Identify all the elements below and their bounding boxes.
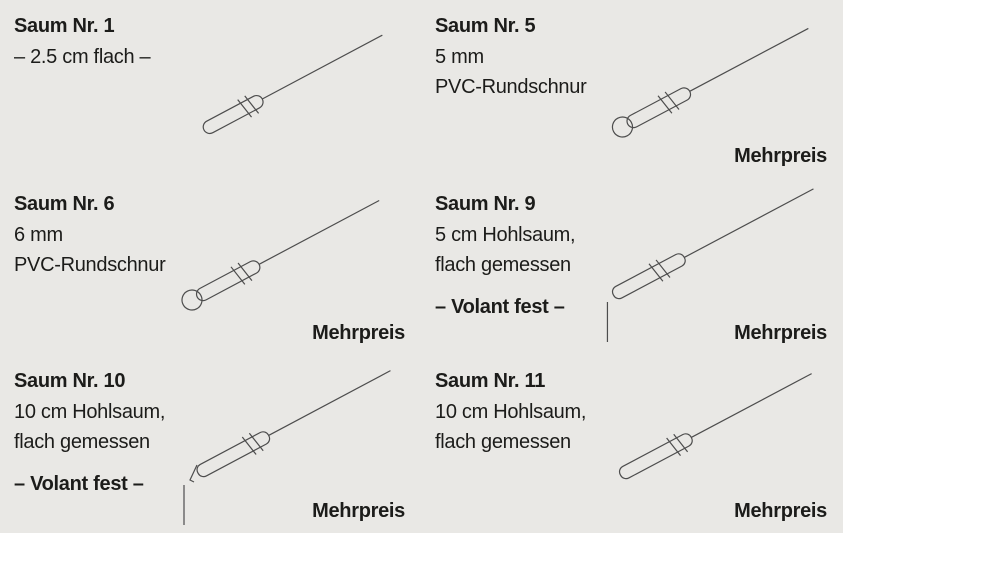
cell-text: Saum Nr. 1 – 2.5 cm flach – <box>14 10 407 72</box>
saum-spec-line: PVC-Rundschnur <box>435 76 587 98</box>
price-label: Mehrpreis <box>734 145 827 167</box>
hollow-hem-volant-corner-drawing <box>183 370 391 525</box>
hollow-hem-drawing <box>618 373 812 480</box>
saum-title: Saum Nr. 9 <box>435 193 536 215</box>
saum-spec-line: – 2.5 cm flach – <box>14 46 151 68</box>
pvc-cord-hem-drawing <box>611 27 809 138</box>
pvc-cord-hem-drawing <box>181 199 380 311</box>
cell-text: Saum Nr. 5 5 mm PVC-Rundschnur <box>435 10 829 102</box>
cell-saum-5: Saum Nr. 5 5 mm PVC-Rundschnur Mehrpreis <box>421 0 843 178</box>
saum-spec-line: PVC-Rundschnur <box>14 254 166 276</box>
saum-spec-line: 10 cm Hohlsaum, <box>435 401 587 423</box>
hem-options-panel: Saum Nr. 1 – 2.5 cm flach – Saum Nr. 5 5… <box>0 0 843 533</box>
cell-text: Saum Nr. 11 10 cm Hohlsaum, flach gemess… <box>435 365 829 457</box>
saum-title: Saum Nr. 1 <box>14 15 115 37</box>
price-label: Mehrpreis <box>734 322 827 344</box>
volant-note: – Volant fest – <box>14 473 144 495</box>
price-label: Mehrpreis <box>734 500 827 522</box>
saum-title: Saum Nr. 6 <box>14 193 115 215</box>
cell-saum-10: Saum Nr. 10 10 cm Hohlsaum, flach gemess… <box>0 355 421 533</box>
cell-saum-9: Saum Nr. 9 5 cm Hohlsaum, flach gemessen… <box>421 178 843 355</box>
cell-text: Saum Nr. 10 10 cm Hohlsaum, flach gemess… <box>14 365 407 499</box>
saum-spec-line: 5 mm <box>435 46 484 68</box>
cell-saum-11: Saum Nr. 11 10 cm Hohlsaum, flach gemess… <box>421 355 843 533</box>
cell-text: Saum Nr. 6 6 mm PVC-Rundschnur <box>14 188 407 280</box>
hollow-hem-volant-drawing <box>606 188 814 342</box>
price-label: Mehrpreis <box>312 500 405 522</box>
saum-spec-line: flach gemessen <box>435 254 571 276</box>
saum-title: Saum Nr. 10 <box>14 370 126 392</box>
saum-spec-line: 6 mm <box>14 224 63 246</box>
volant-note: – Volant fest – <box>435 296 565 318</box>
cell-text: Saum Nr. 9 5 cm Hohlsaum, flach gemessen… <box>435 188 829 322</box>
saum-title: Saum Nr. 5 <box>435 15 536 37</box>
cell-saum-1: Saum Nr. 1 – 2.5 cm flach – <box>0 0 421 178</box>
saum-spec-line: 10 cm Hohlsaum, <box>14 401 166 423</box>
saum-spec-line: 5 cm Hohlsaum, <box>435 224 576 246</box>
price-label: Mehrpreis <box>312 322 405 344</box>
cell-saum-6: Saum Nr. 6 6 mm PVC-Rundschnur Mehrpreis <box>0 178 421 355</box>
saum-spec-line: flach gemessen <box>435 431 571 453</box>
saum-title: Saum Nr. 11 <box>435 370 546 392</box>
saum-spec-line: flach gemessen <box>14 431 150 453</box>
flat-hem-drawing <box>202 34 383 135</box>
